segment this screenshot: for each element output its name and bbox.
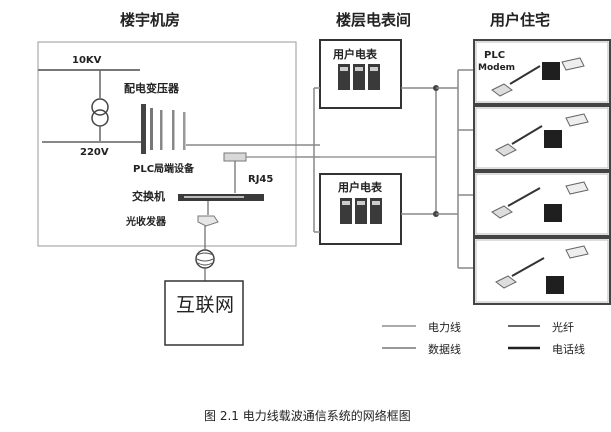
residence-unit-2 — [473, 105, 611, 171]
meter-bottom-2-display — [357, 201, 365, 205]
legend-label-data: 数据线 — [428, 342, 461, 356]
label-meter-box-bottom: 用户电表 — [338, 180, 383, 194]
section-building-room: 楼宇机房 — [120, 11, 180, 29]
computer-monitor — [542, 62, 560, 80]
computer-monitor — [546, 276, 564, 294]
label-plc-head-end: PLC局端设备 — [133, 162, 195, 175]
transformer-coil-bottom — [91, 109, 109, 127]
plc-modem-device — [491, 83, 513, 97]
meter-bottom-3-display — [372, 201, 380, 205]
legend: 电力线 光纤 数据线 电话线 — [382, 320, 585, 356]
legend-label-phone: 电话线 — [552, 342, 585, 356]
label-switch: 交换机 — [132, 189, 165, 203]
section-user-residence: 用户住宅 — [490, 11, 550, 29]
residence-unit-1: PLC Modem — [473, 39, 611, 105]
meter-top-3-display — [370, 67, 378, 71]
legend-label-power: 电力线 — [428, 320, 461, 334]
residence-unit-4 — [473, 237, 611, 305]
distribution-bar-4 — [172, 110, 175, 150]
optical-transceiver-device — [197, 215, 219, 227]
meter-bottom-1-display — [342, 201, 350, 205]
plc-modem-device — [495, 275, 517, 289]
label-220v: 220V — [80, 147, 109, 158]
phone-device — [565, 181, 589, 195]
computer-monitor — [544, 204, 562, 222]
label-10kv: 10KV — [72, 55, 102, 66]
label-rj45: RJ45 — [248, 174, 273, 185]
meter-top-1-display — [340, 67, 348, 71]
building-room-box — [37, 41, 297, 247]
distribution-bar-1 — [141, 104, 146, 154]
phone-device — [565, 245, 589, 259]
plc-modem-device — [491, 205, 513, 219]
label-plc-modem-line1: PLC — [484, 50, 505, 61]
computer-monitor — [544, 130, 562, 148]
phone-device — [561, 57, 585, 71]
figure-caption: 图 2.1 电力线载波通信系统的网络框图 — [204, 408, 411, 423]
plc-modem-device — [495, 143, 517, 157]
label-plc-modem-line2: Modem — [478, 63, 515, 73]
section-floor-meter-room: 楼层电表间 — [336, 11, 411, 29]
plc-head-end-device — [223, 152, 247, 162]
data-cable — [509, 65, 541, 85]
meter-top-2-display — [355, 67, 363, 71]
switch-ports — [184, 196, 244, 198]
residence-unit-3 — [473, 171, 611, 237]
data-cable — [511, 125, 543, 145]
data-cable — [511, 257, 545, 277]
phone-device — [565, 113, 589, 127]
distribution-bar-2 — [150, 108, 153, 150]
data-cable — [507, 187, 541, 207]
label-optical-transceiver: 光收发器 — [125, 215, 167, 228]
transformer-coil-top — [91, 98, 109, 116]
globe-icon-lines — [196, 252, 214, 266]
label-meter-box-top: 用户电表 — [333, 47, 378, 61]
legend-label-fiber: 光纤 — [552, 320, 574, 334]
internet-box — [164, 280, 244, 346]
distribution-bar-5 — [183, 112, 186, 150]
distribution-bar-3 — [160, 110, 163, 150]
label-internet: 互联网 — [176, 294, 234, 316]
label-transformer: 配电变压器 — [124, 81, 180, 95]
